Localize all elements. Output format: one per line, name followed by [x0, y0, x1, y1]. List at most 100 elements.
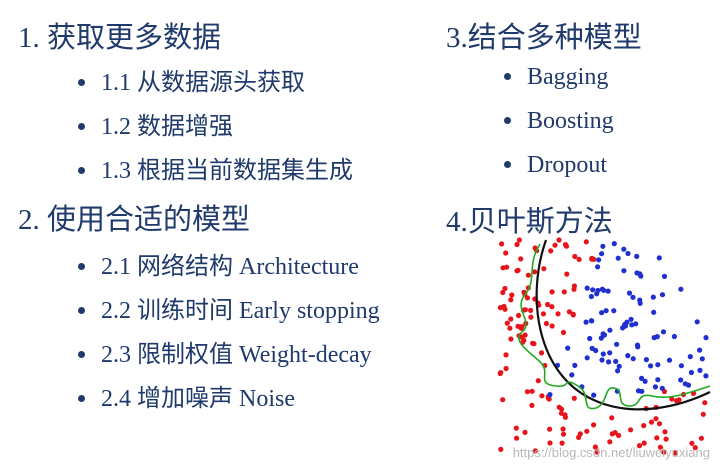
item-label: 2.4 增加噪声 Noise: [101, 386, 295, 412]
blue-point: [603, 308, 609, 314]
section-3-title: 3.结合多种模型: [446, 22, 642, 54]
red-point: [547, 440, 553, 446]
blue-point: [656, 255, 662, 261]
blue-point: [589, 318, 595, 324]
red-point: [513, 425, 519, 431]
blue-point: [621, 268, 627, 274]
red-point: [499, 241, 505, 247]
red-point: [702, 400, 708, 406]
blue-point: [588, 293, 594, 300]
blue-point: [678, 286, 684, 292]
item-label: Dropout: [527, 152, 607, 178]
red-point: [539, 393, 545, 399]
red-point: [500, 289, 506, 296]
blue-point: [651, 309, 657, 315]
overfitting-scatter-figure: [497, 237, 711, 456]
blue-point: [699, 356, 705, 362]
red-point: [584, 428, 590, 434]
overfit-decision-boundary: [518, 243, 711, 410]
red-point: [503, 250, 509, 256]
red-point: [657, 444, 663, 450]
red-point: [509, 292, 515, 298]
red-point: [508, 297, 514, 303]
red-point: [564, 271, 570, 277]
blue-point: [682, 381, 688, 387]
item-label: 1.3 根据当前数据集生成: [101, 158, 353, 184]
red-point: [662, 429, 668, 435]
red-point: [663, 436, 669, 442]
red-point: [700, 411, 706, 417]
red-point: [508, 316, 514, 322]
red-point: [525, 272, 531, 278]
item-label: 1.1 从数据源头获取: [101, 70, 305, 96]
blue-point: [607, 350, 613, 356]
blue-point: [630, 294, 636, 300]
smooth-decision-boundary: [535, 239, 711, 411]
blue-point: [600, 243, 606, 249]
watermark: https://blog.csdn.net/liuweiyuxiang: [512, 445, 710, 460]
red-point: [673, 398, 680, 404]
red-point: [518, 325, 524, 331]
bullet-icon: [78, 78, 85, 86]
red-point: [498, 446, 504, 452]
section-2-item-3: 2.3 限制权值 Weight-decay: [78, 334, 372, 369]
blue-point: [694, 319, 700, 325]
red-point: [500, 397, 506, 403]
red-point: [514, 435, 520, 441]
blue-point: [600, 332, 606, 338]
red-point: [500, 265, 506, 271]
red-point: [672, 450, 678, 456]
red-point: [576, 256, 582, 262]
section-3-item-1: Bagging: [504, 64, 608, 91]
red-point: [577, 431, 583, 437]
red-point: [518, 256, 524, 262]
blue-point: [599, 357, 605, 363]
blue-point: [630, 356, 636, 362]
blue-point: [661, 273, 668, 279]
blue-point: [587, 335, 593, 342]
blue-point: [651, 335, 657, 341]
red-point: [559, 406, 565, 412]
red-point: [661, 449, 667, 455]
section-1-item-1: 1.1 从数据源头获取: [78, 62, 305, 97]
blue-point: [655, 362, 661, 368]
blue-point: [659, 385, 665, 391]
blue-point: [638, 273, 644, 279]
red-point: [504, 320, 510, 326]
item-label: Boosting: [527, 108, 614, 134]
blue-point: [634, 342, 641, 348]
item-label: Bagging: [527, 64, 609, 90]
red-point: [524, 389, 530, 395]
blue-point: [633, 321, 639, 327]
red-point: [545, 301, 551, 308]
blue-point: [547, 392, 553, 398]
red-point: [571, 286, 577, 292]
red-point: [628, 427, 634, 433]
red-point: [529, 402, 535, 408]
red-point: [559, 440, 565, 446]
blue-point: [615, 368, 621, 374]
red-point: [549, 323, 555, 329]
section-4-title: 4.贝叶斯方法: [446, 206, 613, 238]
blue-point: [599, 286, 605, 292]
blue-point: [629, 322, 635, 328]
red-point: [560, 329, 567, 336]
item-label: 2.3 限制权值 Weight-decay: [101, 342, 372, 368]
red-point: [503, 352, 509, 358]
blue-point: [652, 384, 658, 390]
blue-point: [584, 285, 590, 291]
red-point: [589, 255, 595, 261]
blue-point: [626, 290, 633, 296]
red-point: [572, 253, 578, 260]
red-point: [548, 248, 554, 254]
blue-point: [611, 308, 617, 314]
red-point: [570, 311, 576, 317]
blue-point: [703, 373, 709, 379]
section-3-item-3: Dropout: [504, 152, 607, 179]
red-point: [654, 435, 660, 441]
blue-point: [599, 310, 605, 316]
red-point: [653, 416, 659, 422]
red-point: [669, 396, 675, 402]
blue-point: [703, 335, 709, 341]
blue-point: [634, 253, 640, 259]
